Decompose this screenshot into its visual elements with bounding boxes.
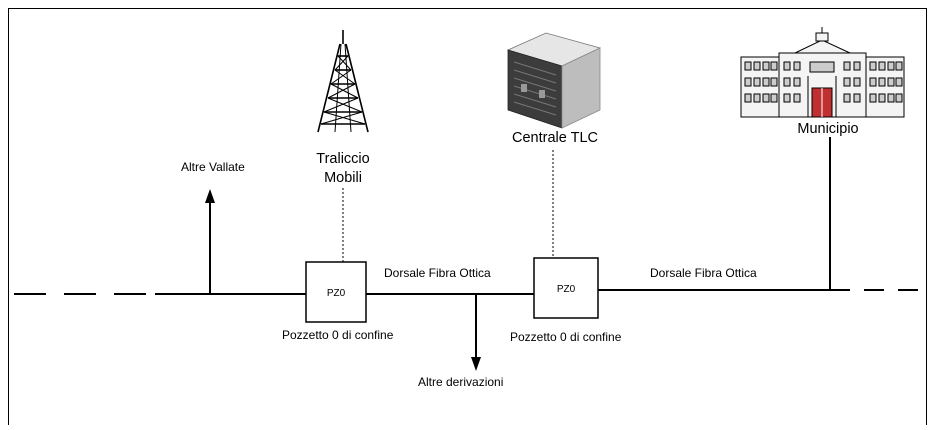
radio-tower-icon [317,30,369,133]
arrow-up-icon [205,189,215,203]
backbone-line [14,289,920,295]
pz0-box-right [533,257,599,319]
dorsale-label-2: Dorsale Fibra Ottica [650,266,757,280]
server-tower-icon [506,32,602,129]
diagram-frame [8,8,927,425]
municipio-label: Municipio [797,121,858,137]
pozzetto-right-label: Pozzetto 0 di confine [510,330,622,344]
pozzetto-left-label: Pozzetto 0 di confine [282,328,394,342]
municipal-building-icon [740,27,905,118]
traliccio-label-line2: Mobili [324,170,362,186]
altre-derivazioni-branch [471,294,481,371]
altre-vallate-branch [205,189,215,294]
altre-vallate-label: Altre Vallate [181,160,245,174]
arrow-down-icon [471,357,481,371]
pz0-right-label: PZ0 [557,284,576,295]
pz0-left-label: PZ0 [327,288,346,299]
centrale-label: Centrale TLC [512,130,598,146]
pz0-box-left [305,261,367,323]
traliccio-label-line1: Traliccio [316,151,369,167]
dorsale-label-1: Dorsale Fibra Ottica [384,266,491,280]
altre-derivazioni-label: Altre derivazioni [418,375,503,389]
